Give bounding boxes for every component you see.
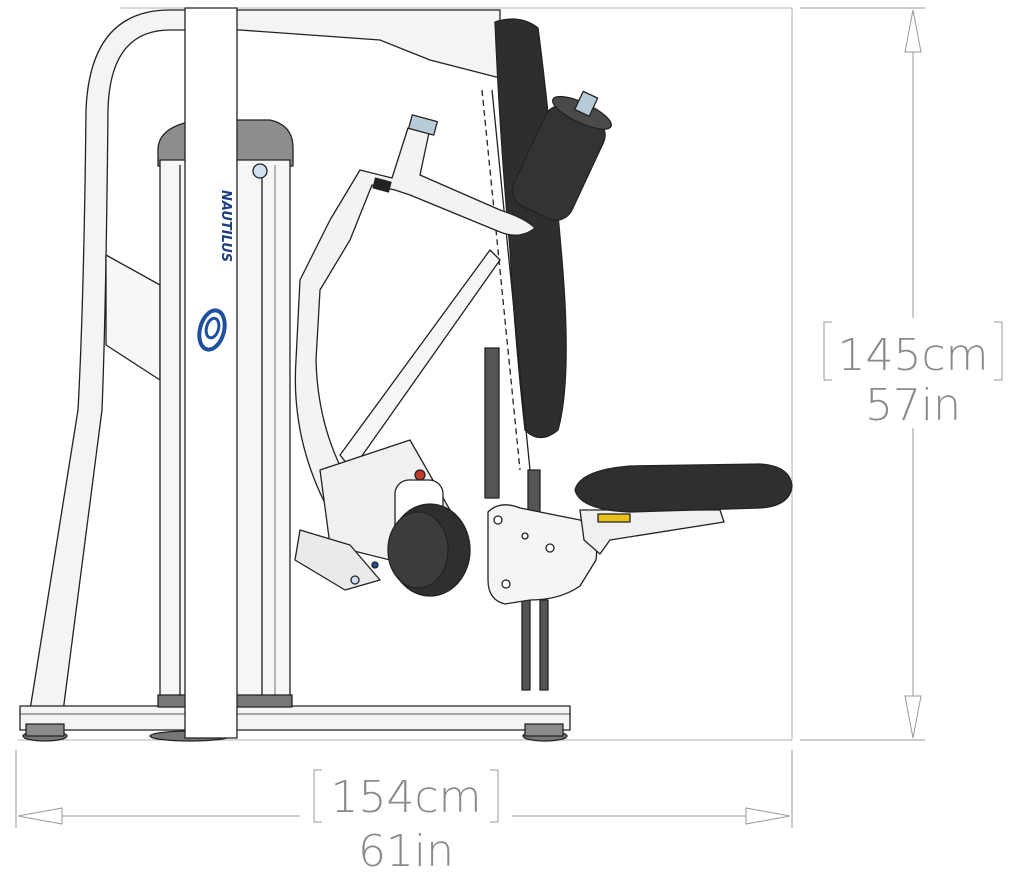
height-dimension <box>800 7 1003 741</box>
width-dimension <box>15 750 793 828</box>
front-upright <box>184 7 238 739</box>
seat-lock <box>597 513 631 523</box>
frame-side-plate <box>105 254 161 381</box>
arrow-up-icon <box>904 9 922 53</box>
pad-rail <box>481 89 521 471</box>
height-metric: 145cm <box>837 330 988 381</box>
pulley <box>252 163 268 179</box>
brand-wordmark: NAUTILUS <box>218 190 233 262</box>
base-rail <box>19 705 571 731</box>
lever-arm <box>294 127 536 531</box>
machine-illustration: NAUTILUS <box>19 7 793 742</box>
nautilus-logo-icon <box>197 308 227 352</box>
diagonal-strut <box>339 249 501 471</box>
arrow-down-icon <box>904 695 922 739</box>
arrow-left-icon <box>17 807 63 825</box>
seat-pad <box>574 463 793 513</box>
width-metric: 154cm <box>330 772 481 823</box>
arrow-right-icon <box>745 807 791 825</box>
seat-carriage <box>487 504 598 605</box>
roller-pad <box>511 90 612 221</box>
cam-hub <box>294 439 471 597</box>
height-imperial: 57in <box>865 380 961 431</box>
width-imperial: 61in <box>358 826 454 874</box>
